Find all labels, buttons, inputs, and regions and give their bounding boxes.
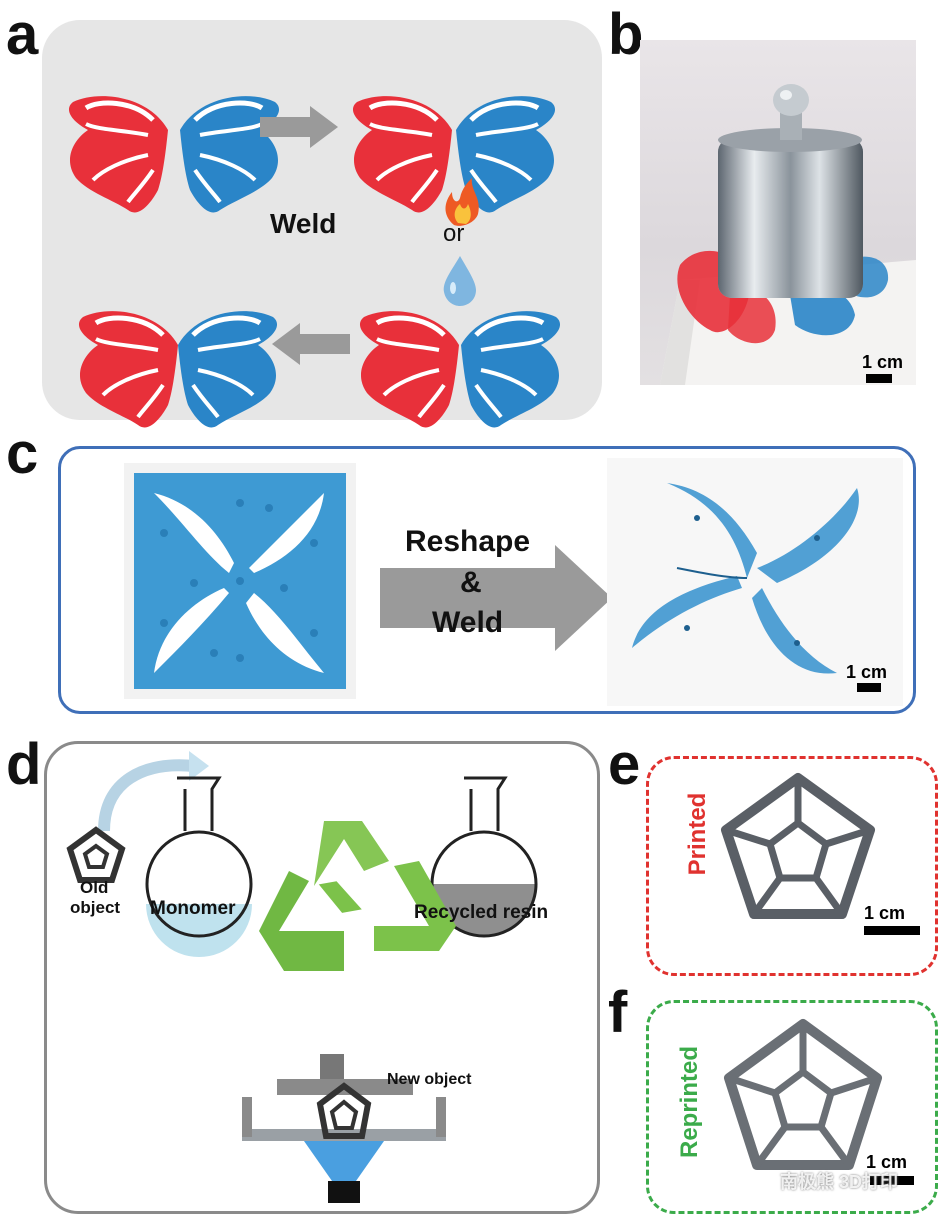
monomer-label: Monomer [150,898,236,919]
panel-b-label: b [608,2,644,67]
panel-e-box [646,756,938,976]
reshape-text-line1: Reshape [405,525,531,558]
reshape-text-line3: Weld [432,606,504,639]
panel-f-scale-text: 1 cm [866,1152,908,1172]
panel-d-box [44,741,600,1214]
weld-label: Weld [270,208,337,239]
reshape-arrow-icon [380,545,612,651]
panel-b-scale-text: 1 cm [862,352,904,372]
monomer-flask-icon [145,776,253,957]
arrow-right-icon [260,106,338,148]
panel-b-photo [640,40,916,385]
old-object-label-line1: Old [80,878,109,897]
recycled-resin-label: Recycled resin [414,902,549,923]
butterfly-top-right [353,96,555,212]
panel-c-scale-bar [857,683,881,692]
panel-b-scale-bar [866,374,892,383]
watermark-text: 南极熊 3D打印 [780,1172,899,1192]
panel-c-scale-text: 1 cm [846,662,888,682]
reshape-text-line2: & [460,566,482,599]
panel-c-label: c [6,421,39,486]
water-drop-icon [443,256,476,306]
printer-icon [242,1054,446,1203]
butterfly-bottom-right [360,311,560,427]
panel-f-box [646,1000,938,1214]
panel-e-scale-bar [864,926,920,935]
panel-c-left-photo [124,463,356,699]
printed-side-label: Printed [684,792,711,876]
old-object-label-line2: object [70,898,121,917]
panel-f-scale-bar [870,1176,914,1185]
old-object-icon [66,826,126,883]
reprinted-side-label: Reprinted [676,1046,703,1159]
panel-e-scale-text: 1 cm [864,903,906,923]
reprinted-object-photo [724,1019,882,1170]
panel-d-graphics [66,751,538,1203]
panel-e-label: e [608,732,641,797]
printed-object-photo [721,773,875,919]
arrow-left-icon [272,323,350,365]
panel-c-box [58,446,916,714]
or-label: or [443,220,465,247]
butterfly-top-left [69,96,279,212]
panel-a-graphics [42,20,642,440]
recycle-icon [259,821,456,971]
panel-c-right-photo [607,458,903,706]
panel-a-label: a [6,2,39,67]
new-object-label: New object [387,1071,472,1088]
panel-d-label: d [6,732,42,797]
butterfly-bottom-left [79,311,277,427]
panel-f-label: f [608,980,628,1045]
flame-icon [445,178,479,226]
